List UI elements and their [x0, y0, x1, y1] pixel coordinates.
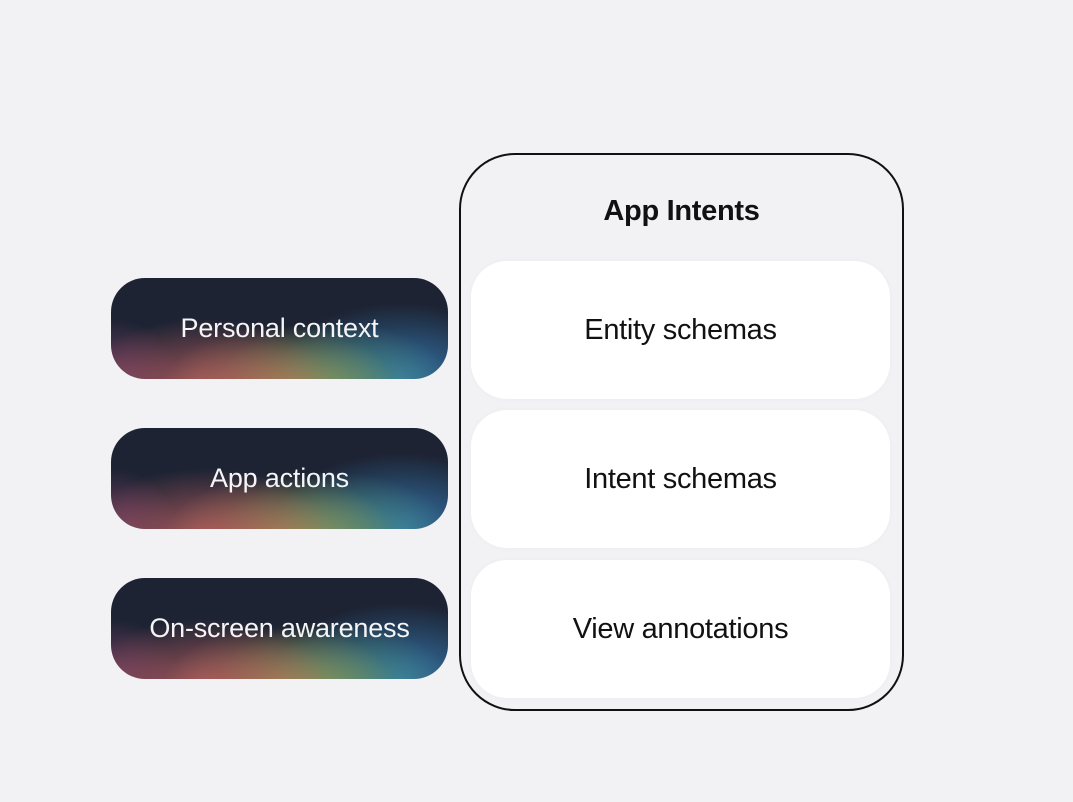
intent-schemas-label: Intent schemas — [584, 462, 777, 495]
app-actions-pill: App actions — [111, 428, 448, 529]
view-annotations-label: View annotations — [572, 612, 789, 645]
personal-context-pill: Personal context — [111, 278, 448, 379]
view-annotations-box: View annotations — [471, 560, 890, 698]
app-intents-title: App Intents — [603, 195, 760, 227]
personal-context-label: Personal context — [180, 313, 379, 343]
entity-schemas-box: Entity schemas — [471, 261, 890, 399]
on-screen-awareness-pill: On-screen awareness — [111, 578, 448, 679]
entity-schemas-label: Entity schemas — [584, 313, 777, 346]
on-screen-awareness-label: On-screen awareness — [149, 613, 410, 643]
intent-schemas-box: Intent schemas — [471, 410, 890, 548]
app-actions-label: App actions — [210, 463, 349, 493]
